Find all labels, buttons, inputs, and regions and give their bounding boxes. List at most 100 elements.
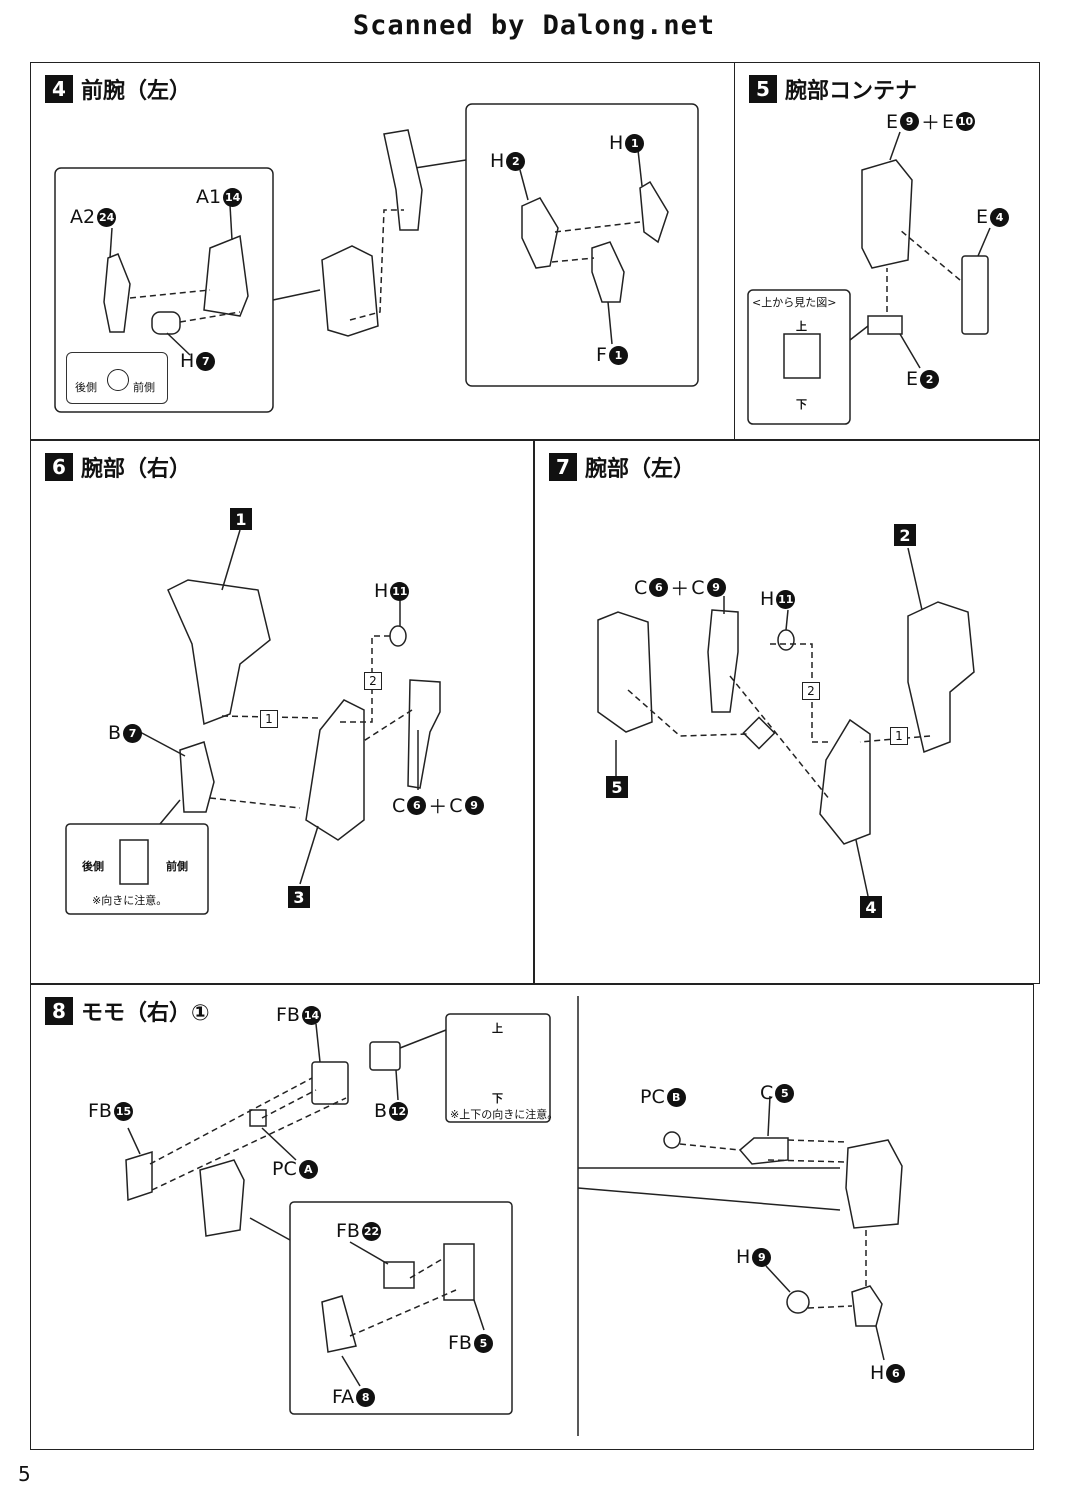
part-number-dot: 12 <box>389 1101 409 1121</box>
scan-credit: Scanned by Dalong.net <box>352 10 716 41</box>
part-code: A1 <box>196 186 222 208</box>
orientation-note-s4: 後側 前側 <box>66 352 168 404</box>
part-number-dot: 5 <box>473 1333 493 1353</box>
part-code: F <box>596 344 607 366</box>
step-6-box-1: 1 <box>230 508 252 530</box>
step-7-heading: 腕部（左） <box>585 457 696 482</box>
part-code: H <box>760 588 775 610</box>
note-caution-s8: ※上下の向きに注意。 <box>450 1108 559 1121</box>
step-7-seq-2: 2 <box>802 682 820 700</box>
part-code: H <box>870 1362 885 1384</box>
part-number-dot: 8 <box>356 1387 376 1407</box>
note-front-s6: 前側 <box>166 860 188 873</box>
step-7-seq-1: 1 <box>890 727 908 745</box>
step-4-heading: 前腕（左） <box>81 79 192 104</box>
step-6-seq-2: 2 <box>364 672 382 690</box>
part-number-dot: 14 <box>301 1005 321 1025</box>
part-number-dot: A <box>298 1159 318 1179</box>
part-code: PC <box>272 1158 297 1180</box>
part-number-dot: 9 <box>464 796 484 815</box>
note-down-s8: 下 <box>492 1092 503 1105</box>
part-code: FB <box>276 1004 300 1026</box>
step-7-panel: 7 腕部（左） <box>534 440 1040 984</box>
step-7-title: 7 腕部（左） <box>549 451 695 483</box>
step-8-panel: 8 モモ（右）① <box>30 984 1034 1450</box>
step-6-panel: 6 腕部（右） <box>30 440 534 984</box>
part-number-dot: 9 <box>900 112 920 131</box>
note-up-s8: 上 <box>492 1022 503 1035</box>
step-6-heading: 腕部（右） <box>81 457 192 482</box>
part-number-dot: 7 <box>196 351 216 371</box>
part-code: FB <box>448 1332 472 1354</box>
part-code: E <box>906 368 919 390</box>
part-code: H <box>180 350 195 372</box>
part-number-dot: 7 <box>123 723 143 743</box>
step-8-title: 8 モモ（右）① <box>45 995 210 1027</box>
ring-icon <box>107 369 129 391</box>
part-number-dot: 15 <box>113 1101 133 1121</box>
step-8-number: 8 <box>45 997 73 1025</box>
note-caution-s6: ※向きに注意。 <box>92 894 168 907</box>
part-code: H <box>609 132 624 154</box>
step-5-heading: 腕部コンテナ <box>785 79 918 104</box>
part-number-dot: 6 <box>649 578 669 597</box>
note-back-s6: 後側 <box>82 860 104 873</box>
part-number-dot: 6 <box>886 1363 906 1383</box>
step-6-number: 6 <box>45 453 73 481</box>
part-number-dot: 1 <box>608 345 628 365</box>
step-7-number: 7 <box>549 453 577 481</box>
part-number-dot: 1 <box>625 133 645 153</box>
plus-sign: ＋ <box>921 112 941 134</box>
part-number-dot: 11 <box>776 589 796 609</box>
part-code: E <box>976 206 989 228</box>
step-6-seq-1: 1 <box>260 710 278 728</box>
part-number-dot: 6 <box>407 796 427 815</box>
part-number-dot: B <box>666 1087 686 1107</box>
part-number-dot: 9 <box>706 578 726 597</box>
part-code: C <box>392 794 406 817</box>
part-code: E <box>886 110 899 133</box>
part-code: FB <box>336 1220 360 1242</box>
part-number-dot: 22 <box>361 1221 381 1241</box>
part-code: A2 <box>70 206 96 228</box>
part-number-dot: 11 <box>390 581 410 601</box>
page-number: 5 <box>18 1462 31 1486</box>
part-number-dot: 5 <box>775 1083 795 1103</box>
part-code: H <box>374 580 389 602</box>
step-8-heading: モモ（右）① <box>81 1001 210 1026</box>
part-code: C <box>760 1082 774 1104</box>
step-5-panel: 5 腕部コンテナ <box>734 62 1040 440</box>
part-code: PC <box>640 1086 665 1108</box>
part-number-dot: 10 <box>956 112 976 131</box>
part-code: B <box>108 722 122 744</box>
part-code: H <box>736 1246 751 1268</box>
plus-sign: ＋ <box>428 796 448 818</box>
part-number-dot: 14 <box>223 187 243 207</box>
step-5-number: 5 <box>749 75 777 103</box>
part-number-dot: 4 <box>990 207 1010 227</box>
part-code: FA <box>332 1386 355 1408</box>
top-view-down: 下 <box>796 398 807 411</box>
top-view-title: <上から見た図> <box>752 296 837 309</box>
part-code: FB <box>88 1100 112 1122</box>
part-code: H <box>490 150 505 172</box>
